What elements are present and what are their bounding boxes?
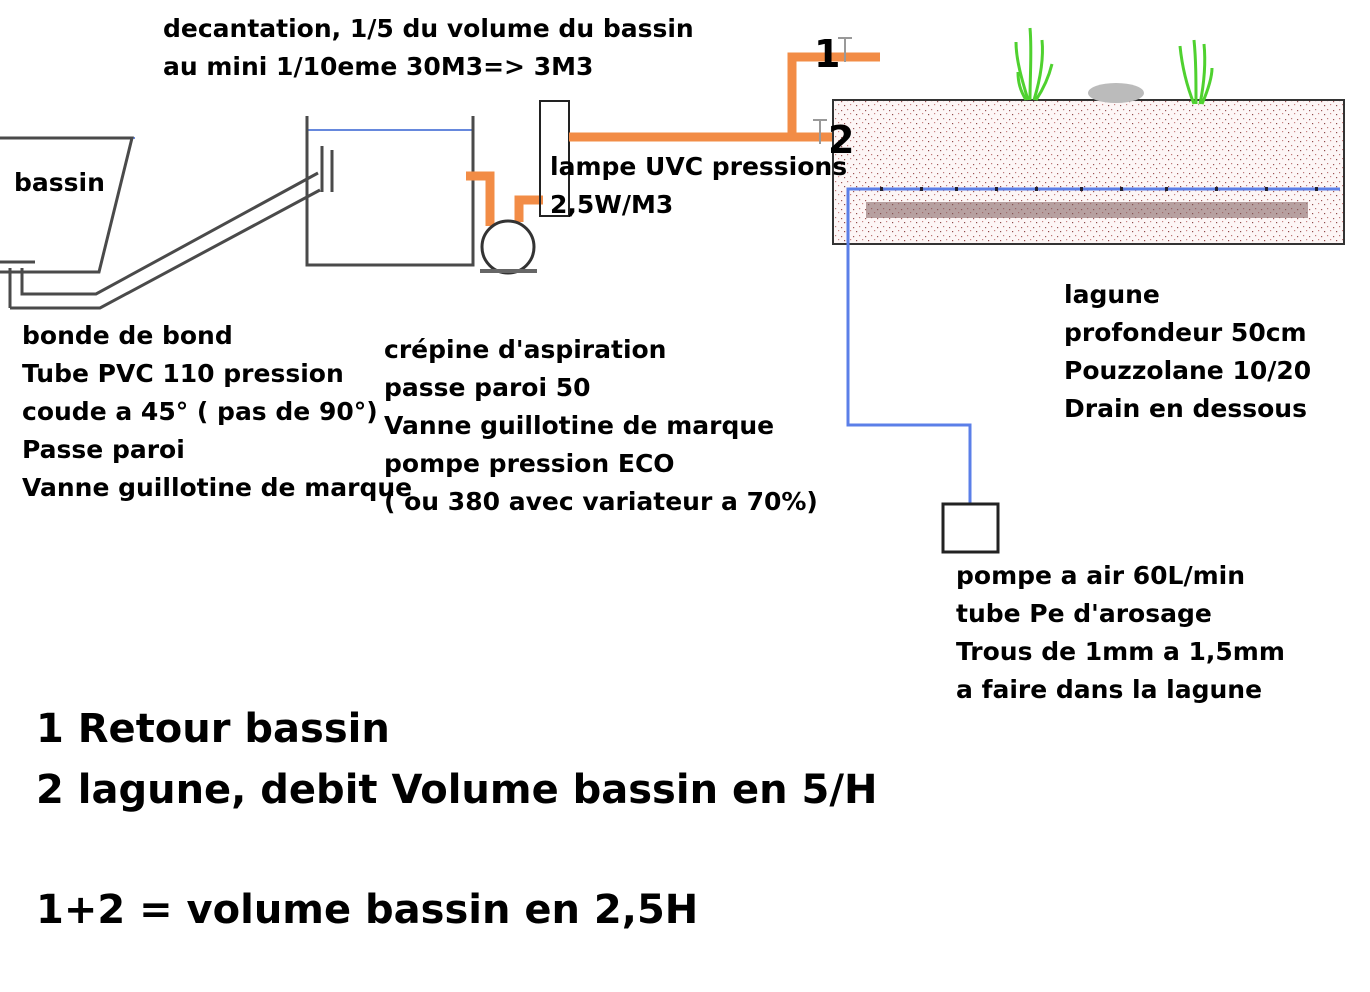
legend-line-1: 1 Retour bassin — [36, 706, 390, 752]
air-pump — [941, 502, 1000, 554]
lagune-label: lagune profondeur 50cm Pouzzolane 10/20 … — [1064, 280, 1312, 423]
lagune-bed — [832, 99, 1345, 245]
air-line — [846, 187, 1340, 503]
legend-line-2: 2 lagune, debit Volume bassin en 5/H — [36, 767, 878, 813]
pompe-air-label: pompe a air 60L/min tube Pe d'arosage Tr… — [956, 561, 1285, 704]
suction-pipe — [466, 171, 543, 226]
air-holes — [880, 187, 1318, 191]
uvc-label: lampe UVC pressions 2,5W/M3 — [550, 152, 848, 219]
marker-1: 1 — [814, 32, 841, 76]
decantation-tank — [305, 116, 475, 267]
valve-2 — [813, 119, 827, 144]
bonde-label: bonde de bond Tube PVC 110 pression coud… — [22, 321, 413, 502]
bassin-tank — [0, 136, 135, 274]
pompe-pression — [480, 219, 537, 275]
legend-line-4: 1+2 = volume bassin en 2,5H — [36, 887, 699, 933]
decantation-label: decantation, 1/5 du volume du bassin au … — [163, 14, 694, 81]
uvc-lamp — [539, 100, 570, 217]
plant-right — [1178, 39, 1214, 105]
crepine-label: crépine d'aspiration passe paroi 50 Vann… — [384, 335, 818, 516]
marker-2: 2 — [828, 118, 855, 162]
bassin-label: bassin — [14, 168, 105, 197]
bonde-pipe — [0, 146, 334, 310]
valve-1 — [838, 37, 852, 62]
stone — [1088, 83, 1144, 103]
plant-left — [1014, 27, 1054, 101]
